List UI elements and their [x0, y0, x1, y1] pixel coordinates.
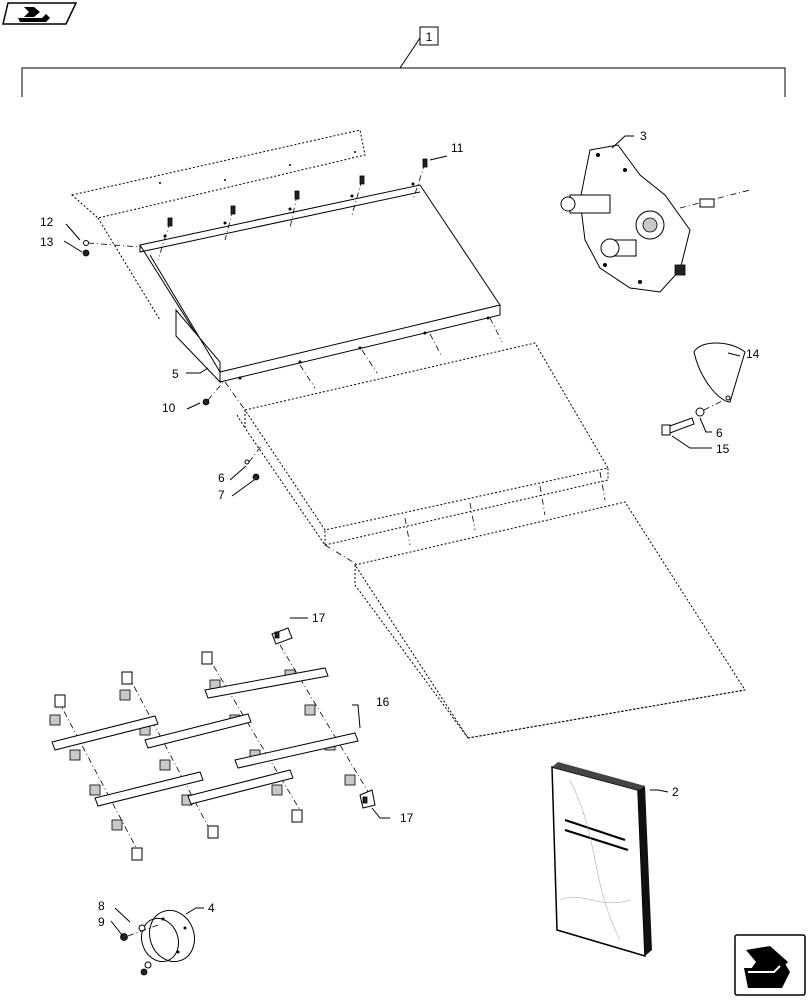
fastener-12-13[interactable]: [82, 240, 141, 257]
callout-2: 2: [672, 785, 679, 799]
callout-12: 12: [40, 215, 54, 229]
callout-8: 8: [98, 899, 105, 913]
callout-leaders: [63, 135, 741, 936]
connector-link-17-top[interactable]: [271, 627, 293, 645]
callout-13: 13: [40, 235, 54, 249]
next-arrow-icon[interactable]: [734, 934, 806, 996]
callout-15: 15: [716, 442, 730, 456]
callout-14: 14: [746, 347, 760, 361]
bolts-11[interactable]: [157, 158, 428, 261]
fastener-10[interactable]: [202, 379, 226, 406]
callout-4: 4: [208, 901, 215, 915]
callout-17-top: 17: [312, 611, 326, 625]
callout-9: 9: [98, 915, 105, 929]
fastener-6-7[interactable]: [244, 444, 263, 481]
callout-11: 11: [451, 141, 464, 155]
fastener-15-6[interactable]: [661, 399, 725, 436]
callout-6-right: 6: [716, 426, 723, 440]
tray-part-5[interactable]: [139, 182, 501, 384]
manual-part-2[interactable]: [551, 762, 652, 958]
fastener-8-9[interactable]: [120, 924, 159, 976]
callout-1: 1: [426, 30, 433, 44]
gearbox-part-3[interactable]: [560, 144, 751, 293]
middle-plate-dotted: [224, 317, 609, 547]
assembly-brace: 1: [21, 26, 786, 97]
upper-plate-dotted: [70, 129, 366, 321]
connector-link-17-bottom[interactable]: [359, 789, 376, 809]
callout-labels: 3 11 12 13 5 10 14 6 15 6 7 17 16 17 2 4…: [40, 129, 760, 929]
callout-17-bottom: 17: [400, 811, 414, 825]
back-arrow-icon[interactable]: [2, 2, 78, 25]
slat-chain-assembly-16[interactable]: [49, 644, 371, 861]
callout-5: 5: [172, 367, 179, 381]
callout-7: 7: [218, 488, 225, 502]
callout-16: 16: [376, 695, 390, 709]
shield-part-14[interactable]: [693, 342, 746, 403]
callout-6-left: 6: [218, 471, 225, 485]
cover-part-4[interactable]: [136, 904, 202, 968]
callout-3: 3: [640, 129, 647, 143]
lower-plate-dotted: [324, 471, 746, 739]
callout-10: 10: [162, 401, 176, 415]
